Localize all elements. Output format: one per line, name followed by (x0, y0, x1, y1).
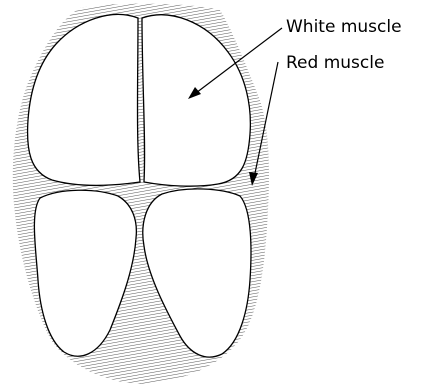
red-muscle-label: Red muscle (286, 53, 384, 73)
white-muscle-top-left (28, 14, 140, 185)
white-muscle-label: White muscle (286, 17, 402, 37)
